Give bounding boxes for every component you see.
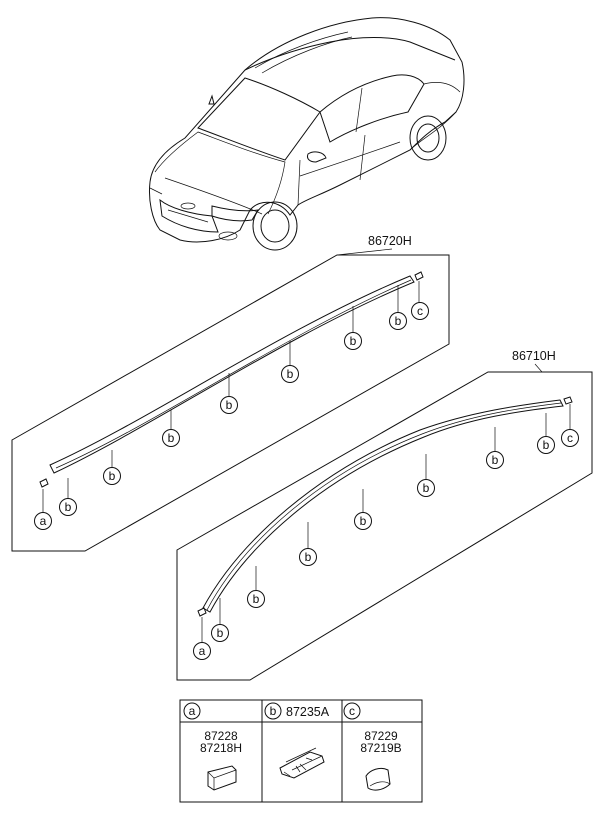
clip-a-icon [207, 765, 237, 791]
legend-key-a: a [183, 702, 201, 720]
svg-text:b: b [270, 704, 277, 718]
svg-text:b: b [395, 314, 402, 328]
legend-b-number: 87235A [286, 705, 330, 719]
svg-text:c: c [349, 704, 355, 718]
svg-text:b: b [168, 431, 175, 445]
assembly-upper-group: 86720H a b b b b b b b c [11, 234, 450, 552]
callout-b: b [389, 312, 407, 330]
callout-b: b [354, 512, 372, 530]
svg-text:a: a [199, 644, 206, 658]
svg-text:b: b [543, 438, 550, 452]
clip-c-lower [563, 396, 573, 405]
svg-text:b: b [217, 626, 224, 640]
callout-a: a [193, 642, 211, 660]
callout-a: a [34, 512, 52, 530]
svg-text:a: a [189, 704, 196, 718]
svg-text:b: b [109, 469, 116, 483]
legend-c-number-2: 87219B [360, 741, 401, 755]
clip-c-upper [414, 271, 424, 281]
callout-b: b [247, 590, 265, 608]
callout-b: b [59, 498, 77, 516]
svg-text:b: b [360, 514, 367, 528]
callout-b: b [211, 624, 229, 642]
callout-c: c [411, 302, 429, 320]
callout-b: b [281, 365, 299, 383]
callout-b: b [486, 451, 504, 469]
clip-c-icon [365, 767, 391, 791]
part-number-86710h: 86710H [512, 349, 556, 363]
svg-text:a: a [40, 514, 47, 528]
legend-cell-c: c 87229 87219B [343, 702, 402, 791]
callout-b: b [220, 396, 238, 414]
legend-a-number-2: 87218H [200, 741, 242, 755]
svg-text:c: c [417, 304, 423, 318]
svg-text:c: c [567, 431, 573, 445]
clip-a-lower [197, 607, 207, 617]
svg-text:b: b [253, 592, 260, 606]
svg-text:b: b [305, 550, 312, 564]
svg-text:b: b [287, 367, 294, 381]
svg-text:b: b [350, 334, 357, 348]
assembly-lower-group: 86710H a b b b b b b b c [176, 349, 593, 681]
car-illustration [149, 17, 465, 251]
legend-key-b: b [264, 702, 282, 720]
callout-b: b [162, 429, 180, 447]
callout-c: c [561, 429, 579, 447]
svg-text:b: b [423, 481, 430, 495]
legend-cell-b: b 87235A [264, 702, 330, 779]
callout-b: b [299, 548, 317, 566]
parts-legend-table: a 87228 87218H b 87235A c 87229 87219B [179, 699, 423, 803]
clip-b-icon [279, 751, 325, 779]
legend-a-number-1: 87228 [204, 729, 238, 743]
svg-text:b: b [492, 453, 499, 467]
callout-b: b [103, 467, 121, 485]
clip-a-upper [39, 478, 49, 488]
svg-text:b: b [65, 500, 72, 514]
legend-key-c: c [343, 702, 361, 720]
legend-cell-a: a 87228 87218H [183, 702, 242, 791]
svg-text:b: b [226, 398, 233, 412]
roof-moulding-upper [49, 275, 415, 474]
callout-b: b [537, 436, 555, 454]
part-number-86720h: 86720H [368, 234, 412, 248]
legend-c-number-1: 87229 [364, 729, 398, 743]
assembly-lower-frame [176, 371, 593, 681]
roof-moulding-lower [202, 399, 564, 613]
callout-b: b [344, 332, 362, 350]
callout-b: b [417, 479, 435, 497]
